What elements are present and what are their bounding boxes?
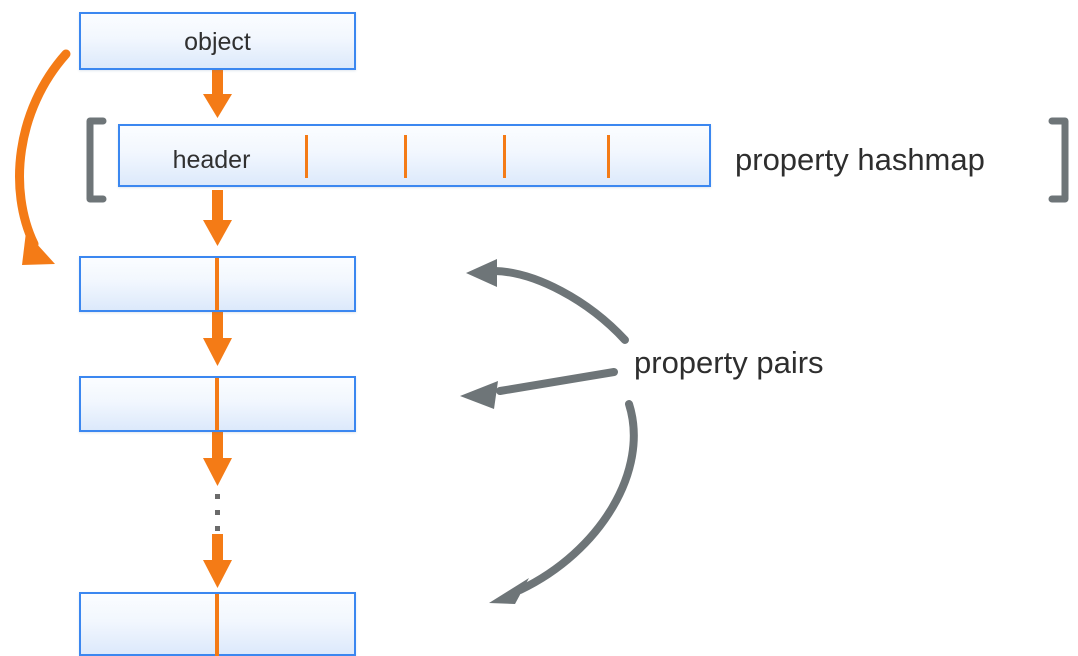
property-hashmap-box[interactable] [118,124,711,187]
orange-down-arrow-pair1-to-pair2 [203,312,232,366]
property-pair-divider-last [215,594,219,656]
property-pair-divider-2 [215,378,219,430]
orange-down-arrow-pair2-to-ellipsis [203,432,232,486]
left-bracket [86,117,107,203]
right-bracket [1048,117,1069,203]
ellipsis-dot-2 [215,510,220,515]
ellipsis-dot-3 [215,526,220,531]
property-pairs-caption: property pairs [634,345,824,380]
hashmap-slot-tick-4 [607,135,610,178]
orange-down-arrow-object-to-hashmap [203,70,232,118]
orange-down-arrow-ellipsis-to-last-pair [203,534,232,588]
gray-callout-arrow-bottom [489,400,638,604]
property-hashmap-caption: property hashmap [735,142,985,177]
hashmap-slot-tick-2 [404,135,407,178]
hashmap-slot-tick-1 [305,135,308,178]
object-box-label: object [184,28,251,56]
gray-callout-arrow-middle [460,368,618,409]
hashmap-slot-tick-3 [503,135,506,178]
ellipsis-dot-1 [215,494,220,499]
curved-orange-arrow-object-to-chain [15,49,71,265]
orange-down-arrow-hashmap-to-pair1 [203,190,232,246]
gray-callout-arrow-top [466,259,629,344]
hashmap-header-label: header [172,146,251,174]
property-pair-divider-1 [215,258,219,310]
object-box[interactable] [79,12,356,70]
